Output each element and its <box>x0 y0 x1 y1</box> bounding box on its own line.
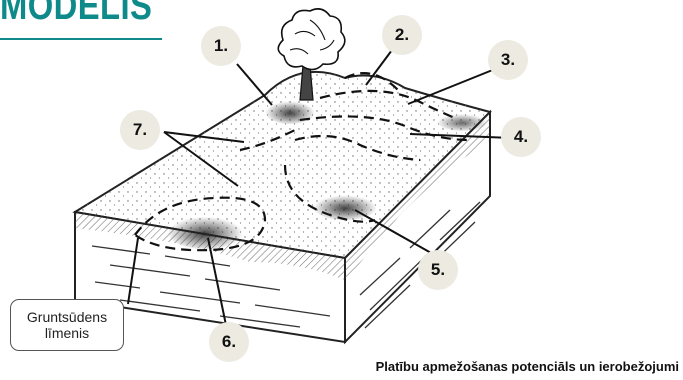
tree-base-shade <box>265 100 315 124</box>
figure-caption: Platību apmežošanas potenciāls un ierobe… <box>376 359 679 374</box>
marker-6: 6. <box>209 322 249 362</box>
groundwater-level-callout: Gruntsūdens līmenis <box>10 299 124 351</box>
callout-line-1: Gruntsūdens <box>27 309 107 325</box>
marker-4: 4. <box>501 117 541 157</box>
marker-2: 2. <box>382 15 422 55</box>
depression-shade-6 <box>167 215 243 249</box>
callout-line-2: līmenis <box>45 325 89 341</box>
ridge-shade <box>437 113 487 131</box>
marker-7: 7. <box>120 110 160 150</box>
marker-3: 3. <box>488 40 528 80</box>
marker-1: 1. <box>201 26 241 66</box>
marker-5: 5. <box>418 250 458 290</box>
